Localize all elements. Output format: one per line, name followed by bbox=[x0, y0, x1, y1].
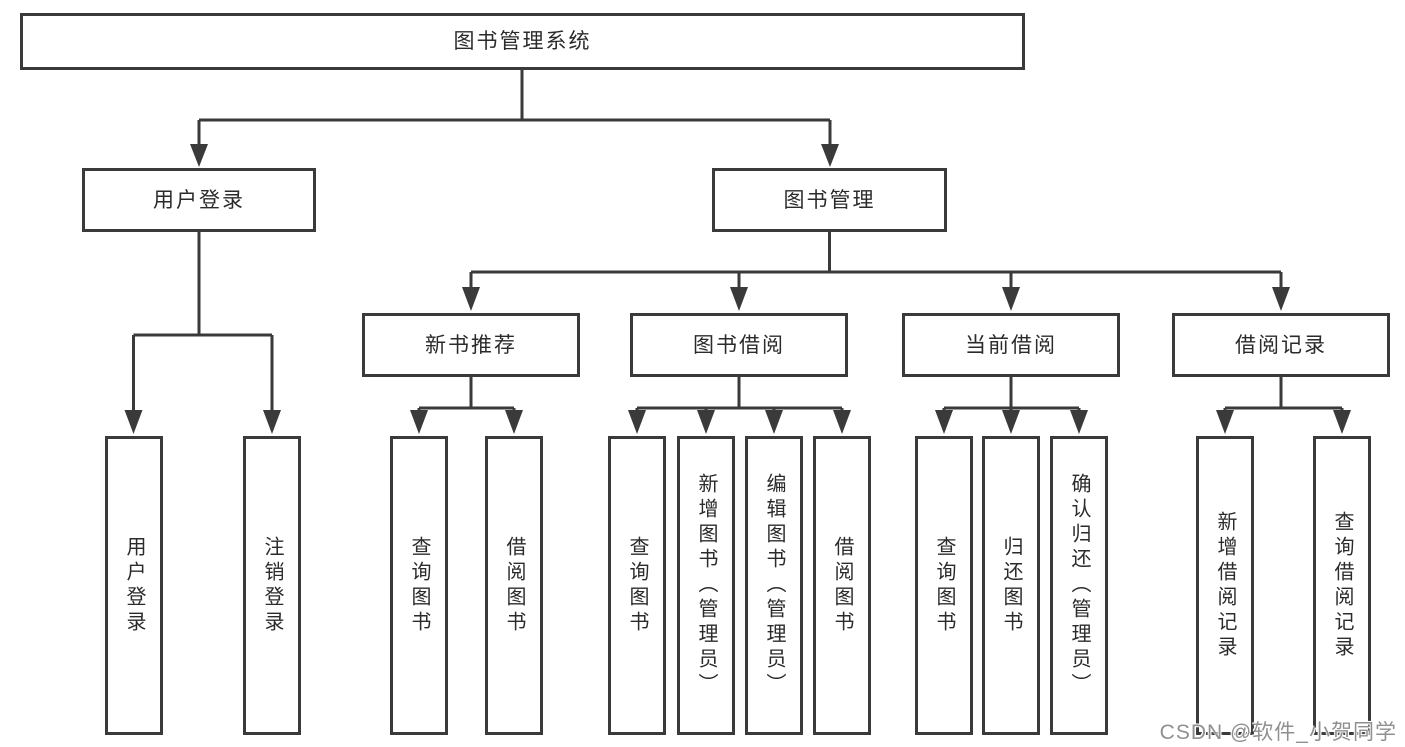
arrowhead bbox=[628, 410, 646, 434]
node-borrow-records: 借阅记录 bbox=[1172, 313, 1390, 377]
leaf-return-books: 归还图书 bbox=[982, 436, 1040, 735]
leaf-edit-books-admin: 编辑图书（管理员） bbox=[745, 436, 803, 735]
leaf-query-books-recommend: 查询图书 bbox=[390, 436, 448, 735]
leaf-add-borrow-record: 新增借阅记录 bbox=[1196, 436, 1254, 735]
node-new-book-recommend: 新书推荐 bbox=[362, 313, 580, 377]
arrowhead bbox=[697, 410, 715, 434]
edges-book-borrow-to-leaves bbox=[628, 377, 851, 434]
edges-current-borrow-to-leaves bbox=[935, 377, 1088, 434]
arrowhead bbox=[1272, 287, 1290, 311]
arrowhead bbox=[1333, 410, 1351, 434]
arrowhead bbox=[730, 287, 748, 311]
node-book-management: 图书管理 bbox=[712, 168, 947, 232]
arrowhead bbox=[410, 410, 428, 434]
edges-new-book-recommend-to-leaves bbox=[410, 377, 523, 434]
leaf-add-books-admin: 新增图书（管理员） bbox=[677, 436, 735, 735]
arrowhead bbox=[821, 144, 839, 167]
leaf-query-borrow-record: 查询借阅记录 bbox=[1313, 436, 1371, 735]
edges-root-to-level2 bbox=[190, 70, 839, 167]
leaf-confirm-return-admin: 确认归还（管理员） bbox=[1050, 436, 1108, 735]
edges-borrow-records-to-leaves bbox=[1216, 377, 1351, 434]
arrowhead bbox=[935, 410, 953, 434]
edges-user-login-to-leaves bbox=[124, 232, 281, 434]
node-current-borrow: 当前借阅 bbox=[902, 313, 1120, 377]
arrowhead bbox=[124, 410, 143, 434]
arrowhead bbox=[1070, 410, 1088, 434]
leaf-query-books-current: 查询图书 bbox=[915, 436, 973, 735]
arrowhead bbox=[1216, 410, 1234, 434]
node-book-borrow: 图书借阅 bbox=[630, 313, 848, 377]
arrowhead bbox=[833, 410, 851, 434]
arrowhead bbox=[505, 410, 523, 434]
leaf-borrow-books-recommend: 借阅图书 bbox=[485, 436, 543, 735]
edges-book-management-to-level3 bbox=[462, 232, 1290, 311]
arrowhead bbox=[462, 287, 480, 311]
leaf-user-login: 用户登录 bbox=[105, 436, 163, 735]
csdn-watermark: CSDN @软件_小贺同学 bbox=[1159, 721, 1397, 744]
node-user-login: 用户登录 bbox=[82, 168, 316, 232]
arrowhead bbox=[263, 410, 281, 434]
arrowhead bbox=[1002, 287, 1020, 311]
arrowhead bbox=[765, 410, 783, 434]
arrowhead bbox=[190, 144, 208, 167]
node-root-library-management-system: 图书管理系统 bbox=[20, 13, 1025, 70]
leaf-logout: 注销登录 bbox=[243, 436, 301, 735]
arrowhead bbox=[1002, 410, 1020, 434]
leaf-query-books-borrow: 查询图书 bbox=[608, 436, 666, 735]
leaf-borrow-books: 借阅图书 bbox=[813, 436, 871, 735]
